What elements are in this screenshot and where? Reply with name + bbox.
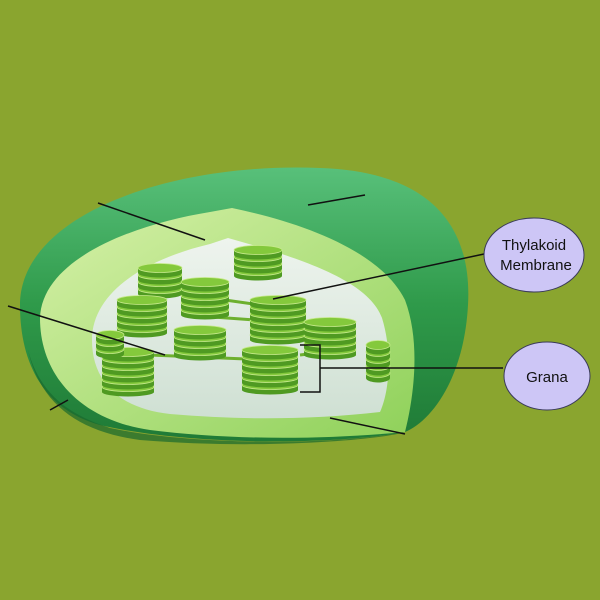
granum-stack	[101, 347, 155, 397]
thylakoid-disc	[303, 317, 357, 327]
thylakoid-disc	[365, 340, 391, 350]
thylakoid-label-line2: Membrane	[500, 257, 572, 274]
granum-stack	[137, 263, 183, 299]
thylakoid-disc	[137, 263, 183, 273]
granum-stack	[173, 325, 227, 361]
leader-line-thylakoid	[272, 253, 485, 300]
granum-stack	[303, 317, 357, 360]
granum-stack	[249, 295, 307, 345]
leader-line-bottom-left	[49, 399, 69, 411]
thylakoid-disc	[180, 277, 230, 287]
thylakoid-label-line1: Thylakoid	[502, 237, 566, 254]
granum-stack	[365, 340, 391, 383]
leader-line-left	[7, 305, 166, 356]
granum-stack	[241, 345, 299, 395]
thylakoid-disc	[249, 295, 307, 305]
thylakoid-disc	[95, 330, 125, 340]
grana-callout	[503, 341, 591, 411]
thylakoid-disc	[173, 325, 227, 335]
grana-label: Grana	[526, 369, 568, 386]
thylakoid-disc	[233, 245, 283, 255]
thylakoid-membrane-callout	[483, 217, 585, 293]
leader-line-outer-top	[97, 202, 206, 241]
thylakoid-disc	[241, 345, 299, 355]
granum-stack	[116, 295, 168, 338]
thylakoid-disc	[116, 295, 168, 305]
leader-line-outer-right	[307, 194, 366, 206]
grana-stacks	[95, 245, 391, 397]
granum-stack	[233, 245, 283, 281]
leader-line-stroma	[329, 417, 406, 435]
granum-stack	[180, 277, 230, 320]
